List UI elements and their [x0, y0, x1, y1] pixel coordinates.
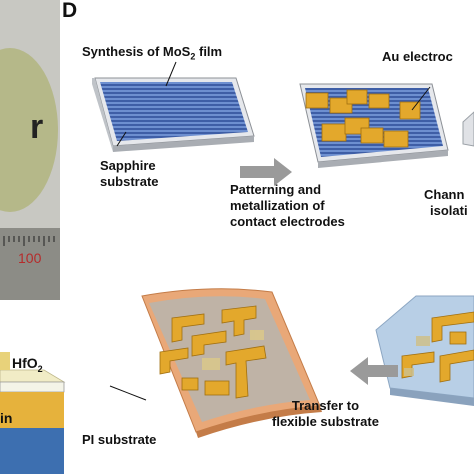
transfer-line-2: flexible substrate [272, 414, 379, 429]
lower-layer-fragment: in [0, 410, 13, 426]
oxide-text: HfO [12, 355, 38, 371]
au-electrodes-flexible [159, 305, 267, 399]
patterning-line-1: Patterning and [230, 182, 322, 197]
substrate-layer [0, 428, 64, 474]
au-electrode-label: Au electroc [382, 49, 453, 64]
oxide-label: HfO2 [12, 355, 43, 377]
channel-isolation-label: Chann isolati [424, 187, 468, 219]
device-stack [0, 352, 66, 474]
oxide-subscript: 2 [37, 363, 43, 374]
synthesis-subscript: 2 [190, 51, 196, 62]
metal-layer [0, 392, 64, 428]
patterning-line-3: contact electrodes [230, 214, 345, 229]
process-arrow-2 [350, 357, 398, 385]
patterned-electrode-chip [299, 83, 449, 168]
transfer-line-1: Transfer to [291, 398, 360, 413]
synthesis-prefix: Synthesis of MoS [82, 44, 191, 59]
sapphire-line-2: substrate [100, 174, 159, 189]
flexible-pi-device [141, 288, 322, 438]
transferred-chip [375, 295, 474, 406]
ruler [0, 228, 60, 300]
au-electrodes [305, 89, 421, 148]
patterning-label: Patterning and metallization of contact … [230, 182, 345, 230]
sample-disk [0, 48, 58, 212]
synthesis-suffix: film [195, 44, 223, 59]
transfer-label: Transfer to flexible substrate [272, 398, 379, 430]
ruler-number: 100 [18, 250, 42, 266]
synthesis-label: Synthesis of MoS2 film [82, 44, 222, 65]
channel-line-2: isolati [430, 203, 468, 218]
left-photo-panel [0, 0, 60, 300]
patterning-line-2: metallization of [230, 198, 325, 213]
photo-letter-fragment: r [30, 108, 44, 146]
sapphire-substrate-mos2 [92, 77, 255, 152]
sapphire-line-1: Sapphire [100, 158, 156, 173]
panel-letter: D [62, 0, 78, 22]
sapphire-label: Sapphire substrate [100, 158, 159, 190]
process-arrow-1 [240, 158, 292, 186]
mos2-film [100, 82, 248, 141]
channel-line-1: Chann [424, 187, 465, 202]
channel-isolation-chip [462, 111, 474, 147]
pi-substrate-label: PI substrate [82, 432, 157, 447]
